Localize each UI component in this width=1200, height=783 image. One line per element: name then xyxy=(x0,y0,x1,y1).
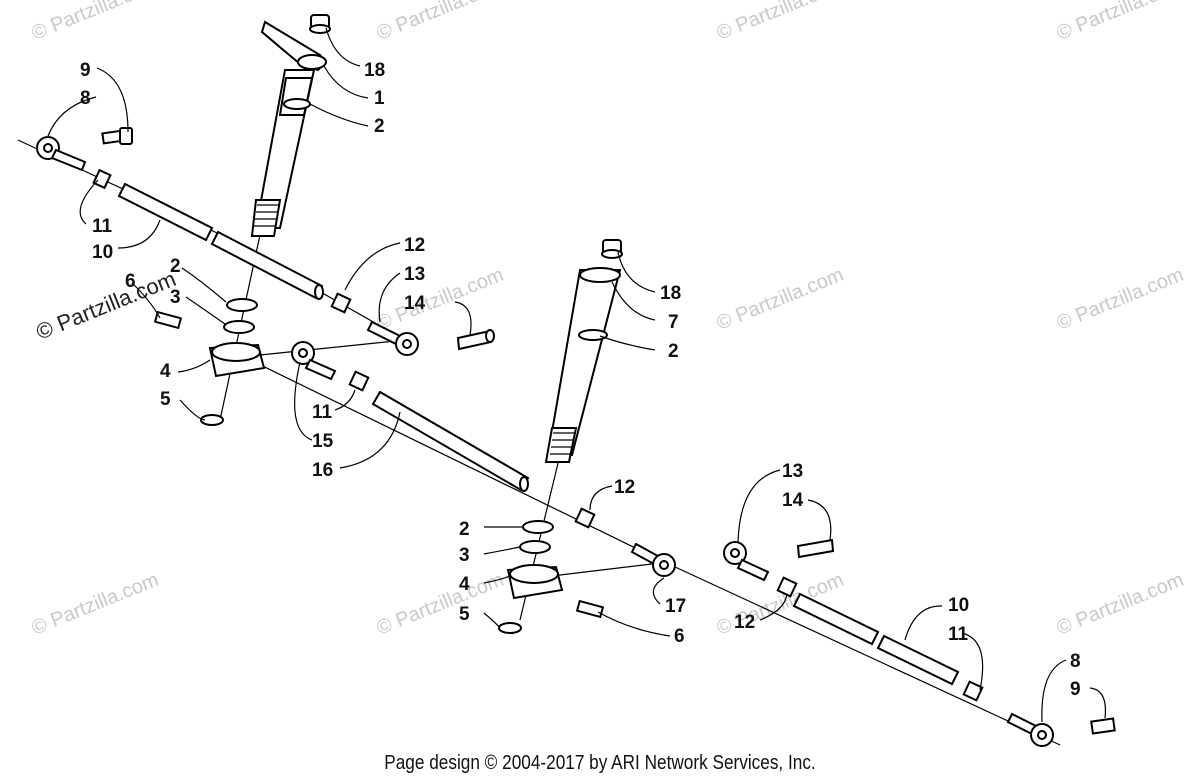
callout-label: 15 xyxy=(312,431,334,452)
callout-label: 1 xyxy=(374,88,385,109)
watermark-prominent: © Partzilla.com xyxy=(33,266,180,345)
callout-label: 14 xyxy=(404,293,426,314)
callout-label: 12 xyxy=(404,235,425,256)
callout-label: 5 xyxy=(160,389,171,410)
tie-rod-end-right xyxy=(723,538,835,598)
callout-label: 9 xyxy=(1070,679,1081,700)
watermark: © Partzilla.com xyxy=(714,0,847,45)
callout-label: 10 xyxy=(948,595,969,616)
watermark: © Partzilla.com xyxy=(1054,569,1187,640)
callout-labels: 9 8 11 10 6 2 3 4 5 11 15 16 18 1 2 12 1… xyxy=(80,60,1081,700)
callout-label: 3 xyxy=(459,545,470,566)
callout-label: 11 xyxy=(92,216,113,237)
watermark: © Partzilla.com xyxy=(29,0,162,45)
tie-rod-end-top-left xyxy=(36,127,133,190)
callout-label: 6 xyxy=(125,271,136,292)
watermark: © Partzilla.com xyxy=(1054,264,1187,335)
pitman-arm-right xyxy=(498,520,676,634)
callout-label: 8 xyxy=(1070,651,1081,672)
leader-lines xyxy=(47,27,1107,723)
callout-label: 10 xyxy=(92,242,113,263)
page-footer: Page design © 2004-2017 by ARI Network S… xyxy=(384,752,816,774)
callout-label: 5 xyxy=(459,604,470,625)
callout-label: 16 xyxy=(312,460,333,481)
exploded-view-drawing: © Partzilla.com © Partzilla.com © Partzi… xyxy=(17,0,1187,747)
tie-rod-end-mid xyxy=(366,320,495,356)
callout-label: 7 xyxy=(668,312,679,333)
callout-label: 2 xyxy=(170,256,181,277)
callout-label: 3 xyxy=(170,287,181,308)
watermark: © Partzilla.com xyxy=(714,264,847,335)
watermark: © Partzilla.com xyxy=(374,569,507,640)
callout-label: 11 xyxy=(312,402,333,423)
callout-label: 4 xyxy=(459,574,470,595)
callout-label: 18 xyxy=(364,60,385,81)
callout-label: 18 xyxy=(660,283,681,304)
tie-rod-end-bottom-right xyxy=(1006,712,1116,747)
tie-rod-upper xyxy=(117,182,352,314)
callout-label: 14 xyxy=(782,490,804,511)
callout-label: 9 xyxy=(80,60,91,81)
steering-post-upper xyxy=(250,14,331,237)
watermark: © Partzilla.com xyxy=(1054,0,1187,45)
callout-label: 4 xyxy=(160,361,171,382)
pitman-arm-left xyxy=(153,298,370,426)
callout-label: 12 xyxy=(614,477,635,498)
tie-rod-lower xyxy=(792,592,984,702)
callout-label: 6 xyxy=(674,626,685,647)
callout-label: 12 xyxy=(734,612,755,633)
callout-label: 8 xyxy=(80,88,91,109)
callout-label: 2 xyxy=(374,116,385,137)
callout-label: 11 xyxy=(948,624,969,645)
watermark: © Partzilla.com xyxy=(374,264,507,335)
callout-label: 17 xyxy=(665,596,686,617)
watermark: © Partzilla.com xyxy=(374,0,507,45)
callout-label: 13 xyxy=(782,461,803,482)
watermark: © Partzilla.com xyxy=(29,569,162,640)
steering-post-lower xyxy=(544,239,623,463)
tie-rod-center xyxy=(371,390,596,529)
callout-label: 2 xyxy=(459,519,470,540)
callout-label: 2 xyxy=(668,341,679,362)
callout-label: 13 xyxy=(404,264,425,285)
